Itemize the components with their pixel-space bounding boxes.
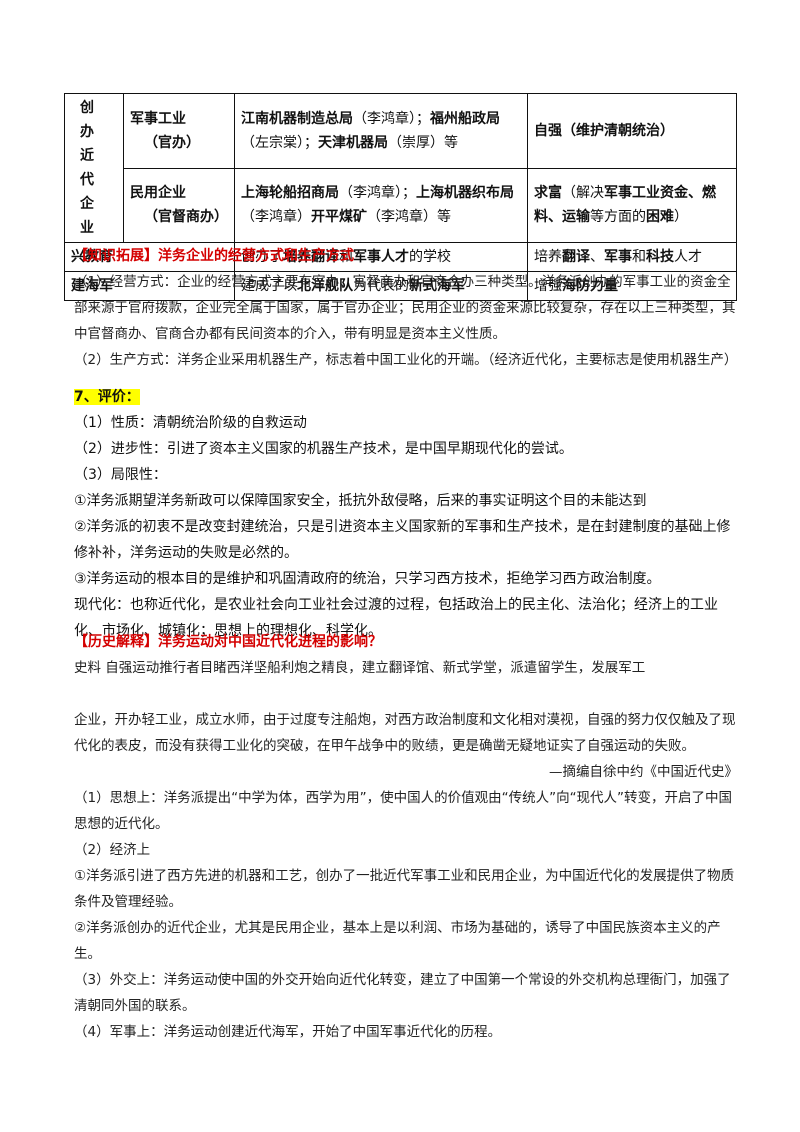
content-text: 和 bbox=[339, 249, 353, 265]
type-label: 军事工业 bbox=[130, 110, 186, 127]
effect-text: ） bbox=[674, 209, 688, 226]
table-cell-content: 建成了以北洋舰队为代表的新式海军 bbox=[234, 271, 528, 301]
content-text: 为代表的 bbox=[353, 278, 409, 294]
enterprise-name: 开平煤矿 bbox=[311, 209, 367, 226]
effect-text: （解决 bbox=[562, 185, 604, 202]
impact-item: （3）外交上：洋务运动使中国的外交开始向近代化转变，建立了中国第一个常设的外交机… bbox=[74, 972, 731, 1014]
evaluation-section: 7、评价： （1）性质：清朝统治阶级的自救运动 （2）进步性：引进了资本主义国家… bbox=[74, 384, 738, 644]
effect-keyword: 翻译 bbox=[562, 249, 590, 265]
founder: （李鸿章）等 bbox=[367, 209, 451, 226]
source-text: 企业，开办轻工业，成立水师，由于过度专注船炮，对西方政治制度和文化相对漠视，自强… bbox=[74, 712, 736, 754]
effect-keyword: 求富 bbox=[534, 185, 562, 202]
enterprise-name: 上海机器织布局 bbox=[416, 185, 514, 202]
evaluation-line: （3）局限性： bbox=[74, 467, 167, 483]
knowledge-paragraph: （2）生产方式：洋务企业采用机器生产，标志着中国工业化的开端。（经济近代化，主要… bbox=[74, 352, 738, 368]
content-keyword: 新式海军 bbox=[409, 278, 465, 294]
table-row: 建海军 建成了以北洋舰队为代表的新式海军 增强海防力量 bbox=[64, 271, 737, 301]
effect-text: 增强 bbox=[534, 278, 562, 294]
effect-keyword: 科技 bbox=[646, 249, 674, 265]
effect-keyword: 军事 bbox=[604, 249, 632, 265]
effect-keyword: 困难 bbox=[646, 209, 674, 226]
table-cell-effect: 求富（解决军事工业资金、燃料、运输等方面的困难） bbox=[527, 167, 737, 243]
table-cell-content: 江南机器制造总局（李鸿章）；福州船政局 （左宗棠）；天津机器局（崇厚）等 bbox=[234, 93, 528, 169]
type-sub-label: （官督商办） bbox=[144, 209, 228, 226]
content-keyword: 培养翻译 bbox=[283, 249, 339, 265]
knowledge-section: 【知识拓展】洋务企业的经营方式和生产方式 （1）经营方式：企业的经营方式主要有官… bbox=[74, 243, 738, 373]
type-sub-label: （官办） bbox=[144, 134, 200, 151]
effect-text: 培养 bbox=[534, 249, 562, 265]
knowledge-paragraph: （1）经营方式：企业的经营方式主要有官办、官督商办和官商合办三种类型。洋务派创办… bbox=[74, 274, 736, 342]
table-cell-type: 军事工业 （官办） bbox=[123, 93, 235, 169]
limitation-item: ③洋务运动的根本目的是维护和巩固清政府的统治，只学习西方技术，拒绝学习西方政治制… bbox=[74, 571, 661, 587]
modernization-definition: 现代化：也称近代化，是农业社会向工业社会过渡的过程，包括政治上的民主化、法治化；… bbox=[74, 597, 718, 639]
impact-item: （2）经济上 bbox=[74, 842, 151, 858]
founder: （李鸿章）； bbox=[339, 185, 416, 202]
limitation-item: ②洋务派的初衷不是改变封建统治，只是引进资本主义国家新的军事和生产技术，是在封建… bbox=[74, 519, 731, 561]
table-cell-effect: 培养翻译、军事和科技人才 bbox=[527, 242, 737, 272]
table-row: 民用企业 （官督商办） 上海轮船招商局（李鸿章）；上海机器织布局 （李鸿章）开平煤… bbox=[65, 167, 737, 243]
history-section: 【历史解释】洋务运动对中国近代化进程的影响？ 史料 自强运动推行者目睹西洋坚船利… bbox=[74, 629, 738, 1045]
content-text: 建成了以 bbox=[241, 278, 297, 294]
impact-item: ②洋务派创办的近代企业，尤其是民用企业，基本上是以利润、市场为基础的，诱导了中国… bbox=[74, 920, 721, 962]
content-keyword: 军事人才 bbox=[353, 249, 409, 265]
type-label: 民用企业 bbox=[130, 185, 186, 202]
knowledge-heading: 【知识拓展】洋务企业的经营方式和生产方式 bbox=[74, 248, 354, 264]
source-text: 史料 自强运动推行者目睹西洋坚船利炮之精良，建立翻译馆、新式学堂，派遣留学生，发… bbox=[74, 660, 646, 676]
evaluation-line: （2）进步性：引进了资本主义国家的机器生产技术，是中国早期现代化的尝试。 bbox=[74, 441, 573, 457]
table-row: 兴教育 创办了培养翻译和军事人才的学校 培养翻译、军事和科技人才 bbox=[64, 242, 737, 272]
summary-table: 创办近代企业 军事工业 （官办） 江南机器制造总局（李鸿章）；福州船政局（左宗棠… bbox=[64, 93, 737, 301]
history-heading: 【历史解释】洋务运动对中国近代化进程的影响？ bbox=[74, 634, 382, 650]
table-cell-content: 上海轮船招商局（李鸿章）；上海机器织布局 （李鸿章）开平煤矿（李鸿章）等 bbox=[234, 167, 528, 243]
founder: （李鸿章） bbox=[241, 209, 311, 226]
impact-item: （4）军事上：洋务运动创建近代海军，开始了中国军事近代化的历程。 bbox=[74, 1024, 502, 1040]
effect-text: 等方面的 bbox=[590, 209, 646, 226]
table-cell-content: 创办了培养翻译和军事人才的学校 bbox=[234, 242, 528, 272]
effect-text: 、 bbox=[590, 249, 604, 265]
table-cell-category: 建海军 bbox=[64, 271, 235, 301]
content-keyword: 北洋舰队 bbox=[297, 278, 353, 294]
impact-item: ①洋务派引进了西方先进的机器和工艺，创办了一批近代军事工业和民用企业，为中国近代… bbox=[74, 868, 735, 910]
enterprise-name: 天津机器局 bbox=[318, 134, 388, 151]
effect-keyword: 军事工业资金、燃料、运输 bbox=[534, 185, 716, 226]
content-text: 的学校 bbox=[409, 249, 451, 265]
effect-text: 人才 bbox=[674, 249, 702, 265]
enterprise-name: 福州船政局 bbox=[430, 110, 500, 127]
table-cell-effect: 增强海防力量 bbox=[527, 271, 737, 301]
source-citation: —摘编自徐中约《中国近代史》 bbox=[549, 764, 738, 780]
enterprise-name: 上海轮船招商局 bbox=[241, 185, 339, 202]
founder: （左宗棠）； bbox=[241, 134, 318, 151]
effect-text: 和 bbox=[632, 249, 646, 265]
evaluation-heading: 7、评价： bbox=[74, 389, 140, 405]
effect-keyword: 海防力量 bbox=[562, 278, 618, 294]
table-cell-effect: 自强（维护清朝统治） bbox=[527, 93, 737, 169]
content-text: 创办了 bbox=[241, 249, 283, 265]
table-cell-type: 民用企业 （官督商办） bbox=[123, 167, 235, 243]
founder: （崇厚）等 bbox=[388, 134, 458, 151]
evaluation-line: （1）性质：清朝统治阶级的自救运动 bbox=[74, 415, 307, 431]
limitation-item: ①洋务派期望洋务新政可以保障国家安全，抵抗外敌侵略，后来的事实证明这个目的未能达… bbox=[74, 493, 647, 509]
impact-item: （1）思想上：洋务派提出“中学为体，西学为用”，使中国人的价值观由“传统人”向“… bbox=[74, 790, 733, 832]
founder: （李鸿章）； bbox=[353, 110, 430, 127]
table-row: 创办近代企业 军事工业 （官办） 江南机器制造总局（李鸿章）；福州船政局（左宗棠… bbox=[64, 93, 737, 243]
table-cell-category: 创办近代企业 bbox=[64, 93, 124, 243]
table-cell-category: 兴教育 bbox=[64, 242, 235, 272]
enterprise-name: 江南机器制造总局 bbox=[241, 110, 353, 127]
